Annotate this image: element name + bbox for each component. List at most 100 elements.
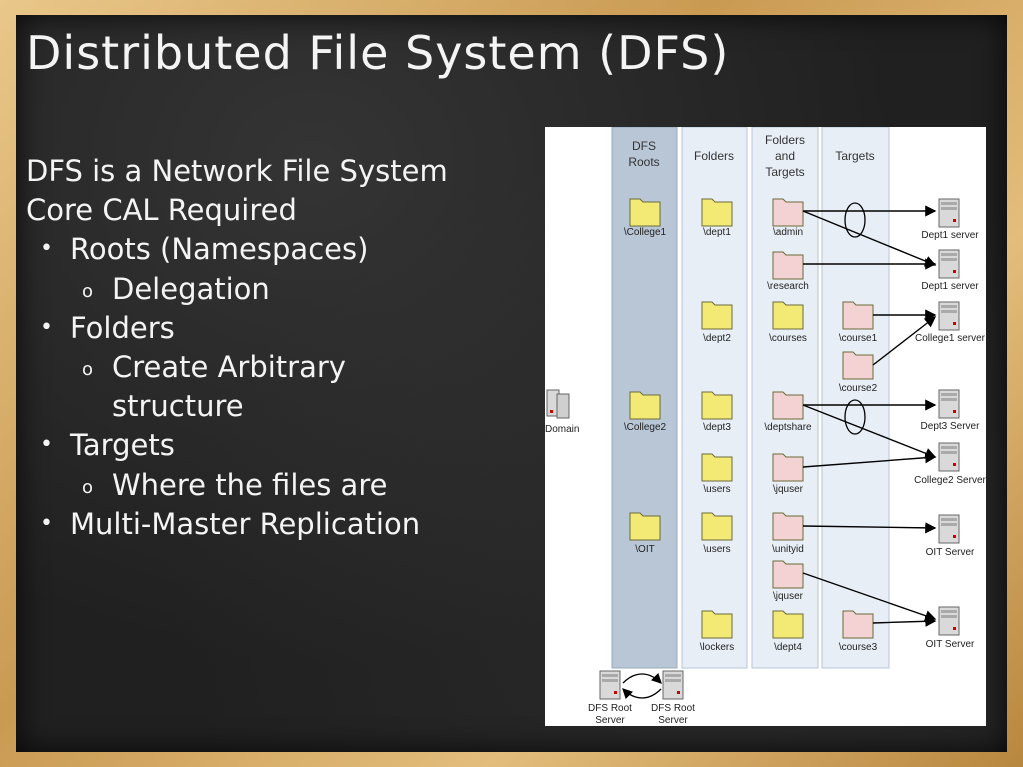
sub-bullet-delegation: Delegation [112,272,270,306]
replication-arrow-icon [622,688,662,700]
folder-icon [701,301,733,330]
folder-icon [629,391,661,420]
sub-bullet-marker: o [82,477,94,498]
slide-title: Distributed File System (DFS) [26,26,730,80]
folder-target-icon [772,512,804,541]
header-folders-and-targets-3: Targets [765,165,804,179]
arrow [802,522,937,534]
server-label: College1 server [915,333,986,344]
header-dfs-roots-1: DFS [632,139,656,153]
folder-label: \lockers [700,642,734,653]
folder-icon [701,391,733,420]
folder-target-icon [772,391,804,420]
server-icon [938,389,960,419]
folder-label: \dept1 [703,227,731,238]
folder-icon [701,198,733,227]
dfs-root-server-label: DFS Root [588,703,632,714]
root-label-college1: \College1 [624,227,667,238]
arrow [872,316,937,366]
sub-bullet-create-2: structure [112,389,244,423]
target-icon [842,610,874,639]
target-icon [842,301,874,330]
replication-arrow-icon [622,672,662,684]
bullet-dot: • [40,315,53,340]
folder-target-icon [772,560,804,589]
target-icon [842,351,874,380]
sub-bullet-create-1: Create Arbitrary [112,350,346,384]
arrow [802,210,937,267]
sub-bullet-marker: o [82,359,94,380]
folder-label: \users [703,484,730,495]
folder-label: \dept3 [703,422,731,433]
folder-icon [701,610,733,639]
server-icon [938,198,960,228]
header-folders: Folders [694,149,734,163]
folder-target-icon [772,198,804,227]
sub-bullet-where: Where the files are [112,468,388,502]
folder-target-label: \dept4 [774,642,802,653]
sub-bullet-marker: o [82,281,94,302]
folder-target-label: \admin [773,227,803,238]
column-targets [821,126,890,669]
root-label-oit: \OIT [635,544,654,555]
dfs-root-server-label: Server [595,715,625,726]
folder-target-label: \research [767,281,809,292]
dfs-root-server-icon [662,670,684,700]
target-label: \course3 [839,642,878,653]
replication-loop-icon [844,202,866,238]
folder-label: \users [703,544,730,555]
folder-icon [772,610,804,639]
server-icon [938,606,960,636]
header-dfs-roots-2: Roots [628,155,659,169]
header-folders-and-targets-1: Folders [765,133,805,147]
target-label: \course2 [839,383,878,394]
bullet-folders: Folders [70,311,175,345]
bullet-dot: • [40,432,53,457]
server-icon [938,249,960,279]
domain-label: Domain [545,424,579,435]
server-label: OIT Server [926,547,975,558]
bullet-roots: Roots (Namespaces) [70,232,369,266]
server-label: Dept1 server [921,281,979,292]
folder-target-icon [772,453,804,482]
server-label: Dept1 server [921,230,979,241]
arrow [872,615,937,627]
dfs-diagram: DFS Roots Folders Folders and Targets Ta… [545,126,987,726]
folder-icon [629,198,661,227]
folder-icon [772,301,804,330]
arrow [802,452,937,468]
folder-icon [701,512,733,541]
header-targets: Targets [835,149,874,163]
arrow [802,572,937,622]
bullet-line-1: DFS is a Network File System [26,154,448,188]
folder-target-label: \deptshare [764,422,812,433]
dfs-root-server-label: DFS Root [651,703,695,714]
bullet-dot: • [40,236,53,261]
server-label: College2 Server [914,475,986,486]
folder-target-label: \courses [769,333,807,344]
bullet-targets: Targets [70,428,175,462]
folder-icon [701,453,733,482]
domain-icon [546,389,570,419]
server-icon [938,301,960,331]
folder-target-label: \jquser [773,484,804,495]
folder-target-icon [772,251,804,280]
server-icon [938,442,960,472]
server-icon [938,514,960,544]
arrow [802,404,937,459]
dfs-root-server-label: Server [658,715,688,726]
server-label: OIT Server [926,639,975,650]
folder-label: \dept2 [703,333,731,344]
target-label: \course1 [839,333,878,344]
replication-loop-icon [844,399,866,435]
server-label: Dept3 Server [921,421,981,432]
bullet-dot: • [40,511,53,536]
folder-icon [629,512,661,541]
folder-target-label: \unityid [772,544,804,555]
bullet-line-2: Core CAL Required [26,193,297,227]
bullet-multi-master: Multi-Master Replication [70,507,421,541]
header-folders-and-targets-2: and [775,149,795,163]
root-label-college2: \College2 [624,422,667,433]
dfs-root-server-icon [599,670,621,700]
folder-target-label: \jquser [773,591,804,602]
